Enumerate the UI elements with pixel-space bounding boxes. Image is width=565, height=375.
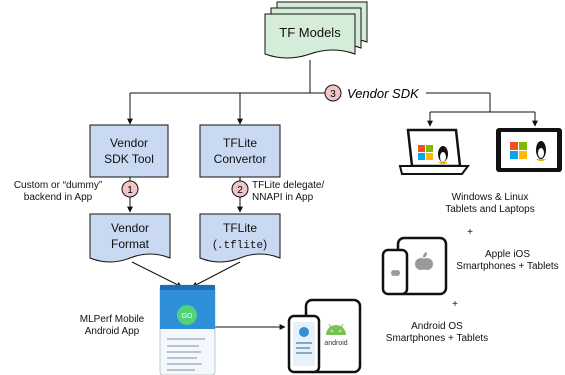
step-2-note-line1: TFLite delegate/	[252, 180, 325, 191]
windows-linux-label: Windows & Linux Tablets and Laptops	[420, 192, 560, 216]
apple-logo-icon	[391, 270, 400, 276]
tflite-convertor-box: TFLite Convertor	[199, 124, 281, 178]
laptop-icon	[398, 128, 470, 175]
step-1-note-line1: Custom or “dummy”	[13, 180, 103, 191]
connector-lines	[127, 60, 538, 330]
step-2-badge: 2	[231, 180, 249, 198]
step-2-note-line2: NNAPI in App	[252, 192, 314, 203]
plus-sign-2: +	[452, 299, 458, 310]
vendor-format-line2: Format	[111, 237, 150, 251]
android-os-line2: Smartphones + Tablets	[385, 333, 489, 344]
windows-linux-line1: Windows & Linux	[451, 192, 529, 203]
step-2-number: 2	[237, 185, 243, 196]
plus-sign-1: +	[467, 227, 473, 238]
vendor-format-line1: Vendor	[111, 221, 149, 235]
vendor-tool-line2: SDK Tool	[104, 152, 154, 166]
apple-logo-icon	[415, 252, 433, 270]
step-3-number: 3	[330, 89, 336, 100]
vendor-sdk-step: 3 Vendor SDK	[324, 83, 426, 103]
step-1-number: 1	[127, 185, 133, 196]
ios-devices-icon	[381, 236, 448, 296]
android-word: android	[324, 340, 347, 347]
step-1-badge: 1	[121, 180, 139, 198]
vendor-format-doc: Vendor Format	[89, 213, 171, 263]
tablet-icon	[496, 128, 562, 172]
go-button-graphic	[177, 305, 197, 325]
mlperf-app-label-line1: MLPerf Mobile	[79, 314, 145, 325]
tf-models-label: TF Models	[279, 25, 341, 40]
windows-linux-line2: Tablets and Laptops	[445, 204, 535, 215]
tflite-tool-line1: TFLite	[223, 136, 257, 150]
tflite-format-doc: TFLite (.tflite)	[199, 213, 281, 263]
mlperf-app-label-line2: Android App	[84, 326, 140, 337]
vendor-sdk-label: Vendor SDK	[347, 86, 420, 101]
step-3-badge	[324, 84, 342, 102]
windows-logo-icon	[510, 142, 527, 159]
step-1-note: Custom or “dummy” backend in App	[2, 180, 114, 204]
ios-line1: Apple iOS	[484, 249, 531, 260]
tf-models-stack: TF Models	[264, 1, 368, 59]
mlperf-app-label: MLPerf Mobile Android App	[62, 314, 162, 338]
mlperf-app-screenshot: GO	[159, 284, 216, 375]
tflite-tool-line2: Convertor	[214, 152, 267, 166]
vendor-tool-line1: Vendor	[110, 136, 148, 150]
tflite-format-line2: (.tflite)	[213, 237, 267, 252]
android-devices-icon: android	[287, 298, 362, 374]
ios-line2: Smartphones + Tablets	[456, 261, 559, 272]
step-2-note: TFLite delegate/ NNAPI in App	[252, 180, 352, 204]
tflite-format-line1: TFLite	[223, 221, 257, 235]
android-os-label: Android OS Smartphones + Tablets	[372, 321, 502, 345]
step-1-note-line2: backend in App	[23, 192, 93, 203]
windows-logo-icon	[418, 145, 433, 160]
linux-penguin-icon	[438, 146, 448, 164]
vendor-sdk-tool-box: Vendor SDK Tool	[89, 124, 169, 178]
go-label: GO	[182, 313, 193, 320]
linux-penguin-icon	[536, 141, 546, 161]
android-robot-icon	[326, 323, 346, 335]
ios-label: Apple iOS Smartphones + Tablets	[450, 249, 565, 273]
android-os-line1: Android OS	[411, 321, 463, 332]
